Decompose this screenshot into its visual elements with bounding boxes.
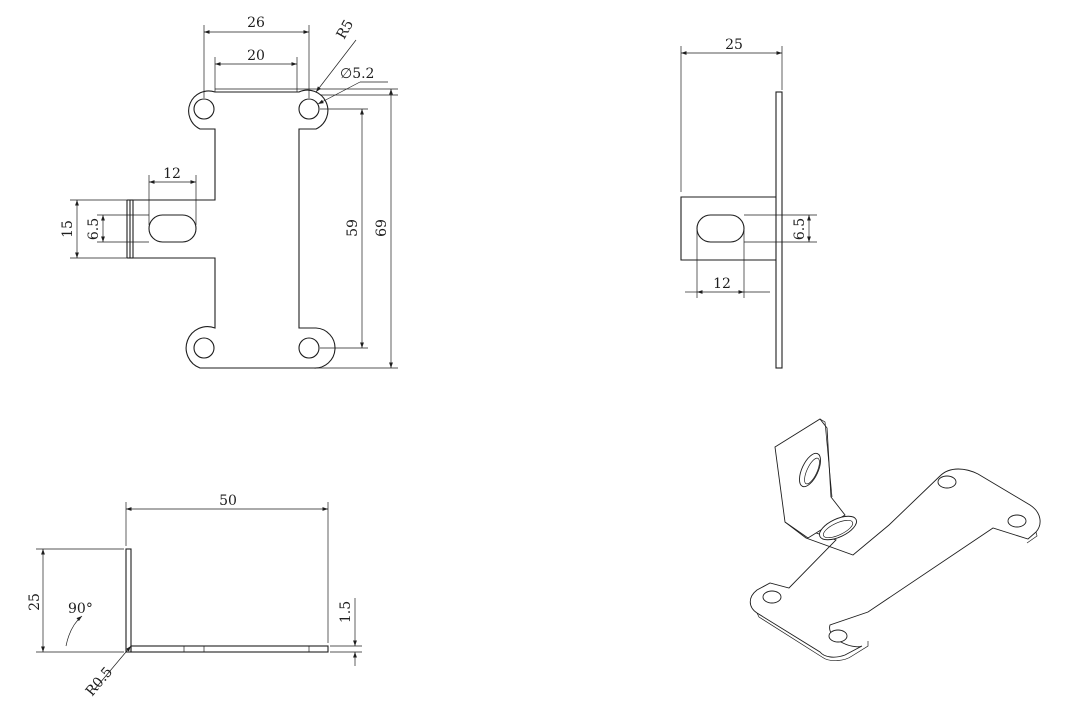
- front-view: 26 20 R5 ∅5.2 59 69 12 15: [60, 15, 398, 369]
- side-view: 25 6.5 12: [680, 37, 817, 369]
- hole-top-left: [193, 98, 215, 120]
- iso-hole-1: [937, 475, 957, 489]
- iso-plate-edge-right: [1026, 531, 1038, 544]
- dim-hole: ∅5.2: [340, 66, 374, 82]
- angle-arc: [65, 615, 83, 647]
- hole-top-right: [298, 98, 320, 120]
- dim-tab-width: 15: [60, 220, 76, 238]
- front-outline: [132, 89, 336, 369]
- bottom-view: 50 25 90° R0.5 1.5: [27, 493, 362, 700]
- iso-hole-3: [762, 590, 782, 604]
- hole-bottom-right: [298, 337, 320, 359]
- dim-width-inner: 20: [247, 48, 265, 64]
- leader-bend-radius: [93, 645, 132, 691]
- hole-bottom-left: [193, 337, 215, 359]
- iso-plate-edge-front: [756, 612, 869, 661]
- dim-side-slot-length: 12: [713, 276, 731, 292]
- iso-hole-4: [828, 629, 848, 643]
- dim-slot-width: 6.5: [86, 218, 102, 240]
- dim-bottom-height: 25: [27, 593, 43, 611]
- dim-tab-length: 12: [163, 166, 181, 182]
- dim-radius: R5: [334, 17, 358, 42]
- dim-angle: 90°: [68, 601, 93, 617]
- side-tab: [680, 196, 776, 261]
- iso-tab-edge: [819, 418, 833, 498]
- bottom-vertical-flange: [125, 548, 132, 653]
- side-slot: [696, 214, 745, 243]
- dim-hole-spacing: 59: [345, 219, 361, 237]
- dim-side-width: 25: [725, 37, 743, 53]
- iso-hole-2: [1007, 514, 1027, 528]
- side-plate: [775, 91, 783, 369]
- iso-plate-slot: [819, 515, 857, 541]
- isometric-view: [749, 418, 1041, 661]
- leader-hole: [317, 81, 361, 105]
- front-slot: [148, 214, 197, 243]
- bottom-base-plate: [130, 645, 329, 653]
- dim-side-slot-width: 6.5: [792, 218, 808, 240]
- dim-width-outer: 26: [247, 15, 265, 31]
- dim-thickness: 1.5: [338, 601, 354, 623]
- dim-bottom-length: 50: [219, 493, 237, 509]
- dim-total-height: 69: [374, 219, 390, 237]
- leader-r5: [315, 39, 357, 93]
